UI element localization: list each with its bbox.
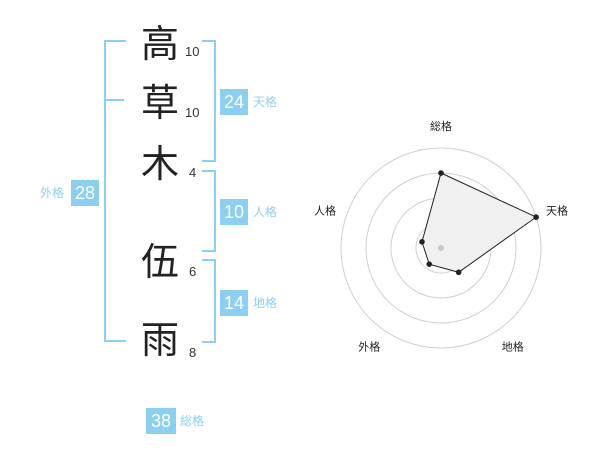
radar-axis-label-4: 外格 xyxy=(358,340,380,354)
soukaku-label: 総格 xyxy=(180,414,205,428)
chikaku-bracket xyxy=(202,259,216,343)
stroke-count-1: 10 xyxy=(185,44,200,59)
gaikaku-bracket xyxy=(104,40,126,342)
jinkaku-bracket xyxy=(202,170,216,252)
radar-point-1 xyxy=(438,170,444,176)
radar-axis-label-2: 天格 xyxy=(546,203,568,217)
radar-point-3 xyxy=(455,269,462,276)
radar-axis-label-5: 人格 xyxy=(314,203,336,217)
name-char-2: 草 xyxy=(140,81,179,125)
stroke-count-5: 8 xyxy=(189,345,197,360)
tenkaku-bracket xyxy=(202,40,216,162)
radar-area xyxy=(421,172,538,273)
stroke-count-4: 6 xyxy=(189,264,197,279)
stroke-count-3: 4 xyxy=(189,165,197,180)
name-char-4: 伍 xyxy=(140,240,179,284)
radar-axis-label-3: 地格 xyxy=(502,340,524,354)
chikaku-label: 地格 xyxy=(253,296,278,310)
radar-axis-label-1: 総格 xyxy=(430,119,452,133)
radar-point-5 xyxy=(419,239,425,245)
jinkaku-value: 10 xyxy=(220,199,248,225)
gaikaku-label: 外格 xyxy=(40,186,65,200)
soukaku-value: 38 xyxy=(146,408,176,434)
jinkaku-label: 人格 xyxy=(253,205,278,219)
stroke-count-2: 10 xyxy=(185,105,200,120)
tenkaku-value: 24 xyxy=(220,89,248,115)
name-char-1: 高 xyxy=(140,22,179,66)
chikaku-value: 14 xyxy=(220,290,248,316)
name-char-3: 木 xyxy=(140,142,179,186)
tenkaku-label: 天格 xyxy=(253,95,278,109)
gaikaku-bracket-tick xyxy=(104,99,124,101)
name-char-5: 雨 xyxy=(140,318,179,362)
radar-point-4 xyxy=(426,261,433,267)
radar-center xyxy=(438,245,444,251)
gaikaku-value: 28 xyxy=(71,180,99,206)
radar-ring-1 xyxy=(340,147,542,349)
radar-point-2 xyxy=(533,214,539,220)
